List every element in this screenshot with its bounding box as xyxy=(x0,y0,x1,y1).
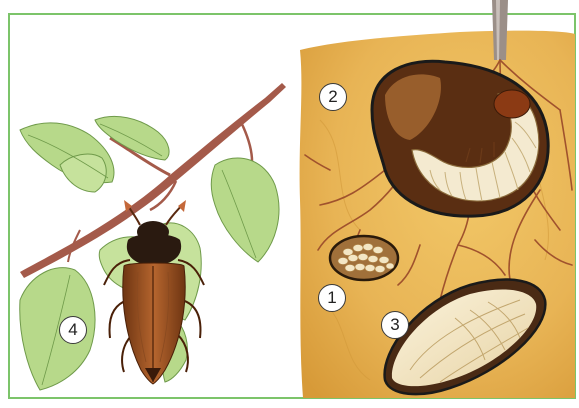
label-egg-cluster: 1 xyxy=(318,284,346,312)
larva-head xyxy=(494,90,530,118)
label-adult-beetle: 4 xyxy=(59,316,87,344)
label-larva: 2 xyxy=(319,83,347,111)
label-pupa: 3 xyxy=(381,311,409,339)
egg-cluster xyxy=(330,236,398,280)
plant-stem xyxy=(492,0,508,60)
